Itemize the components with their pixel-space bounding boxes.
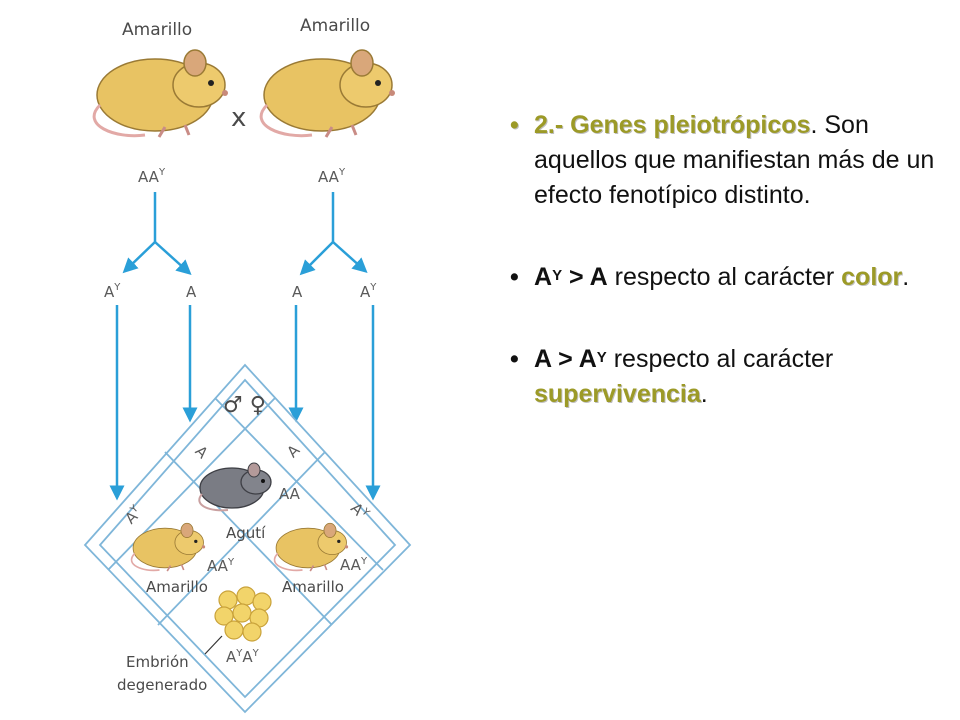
agouti-mouse-icon xyxy=(198,462,272,512)
embryo-label-line1: Embrión xyxy=(126,653,189,671)
color-period: . xyxy=(902,263,910,291)
gamete-2: A xyxy=(186,283,197,301)
bullet-dot: • xyxy=(510,345,519,373)
header-top-left: A xyxy=(192,442,213,463)
parent-2-label: Amarillo xyxy=(300,16,370,36)
color-keyword: color xyxy=(841,263,903,291)
offspring-top-label: Agutí xyxy=(226,524,266,542)
parent-1-label: Amarillo xyxy=(122,20,192,40)
gamete-down-arrows xyxy=(109,305,381,501)
gamete-arrows xyxy=(122,192,368,276)
bullet-dot: • xyxy=(510,263,519,291)
gamete-3: A xyxy=(292,283,303,301)
header-top-right: A xyxy=(283,441,304,462)
gamete-1: AY xyxy=(104,282,121,301)
survival-text: respecto al carácter xyxy=(606,345,834,373)
color-allele-sup: Y xyxy=(552,267,563,284)
sex-symbols: ♂ ♀ xyxy=(223,393,266,418)
embryo-label-line2: degenerado xyxy=(117,676,207,694)
parent-2-genotype: AAY xyxy=(318,167,346,186)
punnett-grid xyxy=(83,363,412,714)
cross-diagram: Amarillo Amarillo x AAY AAY AY A A AY xyxy=(83,16,412,714)
bullet-dot: • xyxy=(510,111,519,139)
cross-symbol: x xyxy=(231,103,246,133)
bullet-list: • 2.- Genes pleiotrópicos. Son aquellos … xyxy=(500,108,940,412)
bullet-color: • AY > A respecto al carácter color. xyxy=(500,260,940,295)
survival-period: . xyxy=(700,380,708,408)
survival-allele-sup: Y xyxy=(596,349,607,366)
bullet-pleiotropic: • 2.- Genes pleiotrópicos. Son aquellos … xyxy=(500,108,940,213)
embryo-pointer xyxy=(204,635,223,655)
survival-dominance: A > A xyxy=(534,345,597,373)
offspring-left-label: Amarillo xyxy=(146,578,208,596)
pleiotropic-definition: Son aquellos que manifiestan más de un e… xyxy=(534,111,935,209)
parent-2-mouse-icon xyxy=(259,48,397,139)
bullet-survival: • A > AY respecto al carácter superviven… xyxy=(500,342,940,412)
color-allele-a: A xyxy=(534,263,553,291)
color-dominance: > A xyxy=(562,263,608,291)
left-yellow-mouse-icon xyxy=(130,522,206,572)
right-yellow-mouse-icon xyxy=(273,522,349,572)
offspring-top-genotype: AA xyxy=(279,485,301,503)
survival-keyword: supervivencia xyxy=(534,380,701,408)
color-text: respecto al carácter xyxy=(607,263,842,291)
header-right: AY xyxy=(347,499,372,524)
gamete-4: AY xyxy=(360,282,377,301)
offspring-right-label: Amarillo xyxy=(282,578,344,596)
embryo-icon xyxy=(214,586,272,642)
pleiotropic-title-period: . xyxy=(810,111,818,139)
offspring-bottom-genotype: AYAY xyxy=(226,648,260,666)
header-left: AY xyxy=(121,503,146,528)
parent-1-genotype: AAY xyxy=(138,167,166,186)
parent-1-mouse-icon xyxy=(92,48,230,139)
offspring-right-genotype: AAY xyxy=(340,556,368,574)
pleiotropic-title: 2.- Genes pleiotrópicos xyxy=(534,111,811,139)
offspring-left-genotype: AAY xyxy=(207,557,235,575)
